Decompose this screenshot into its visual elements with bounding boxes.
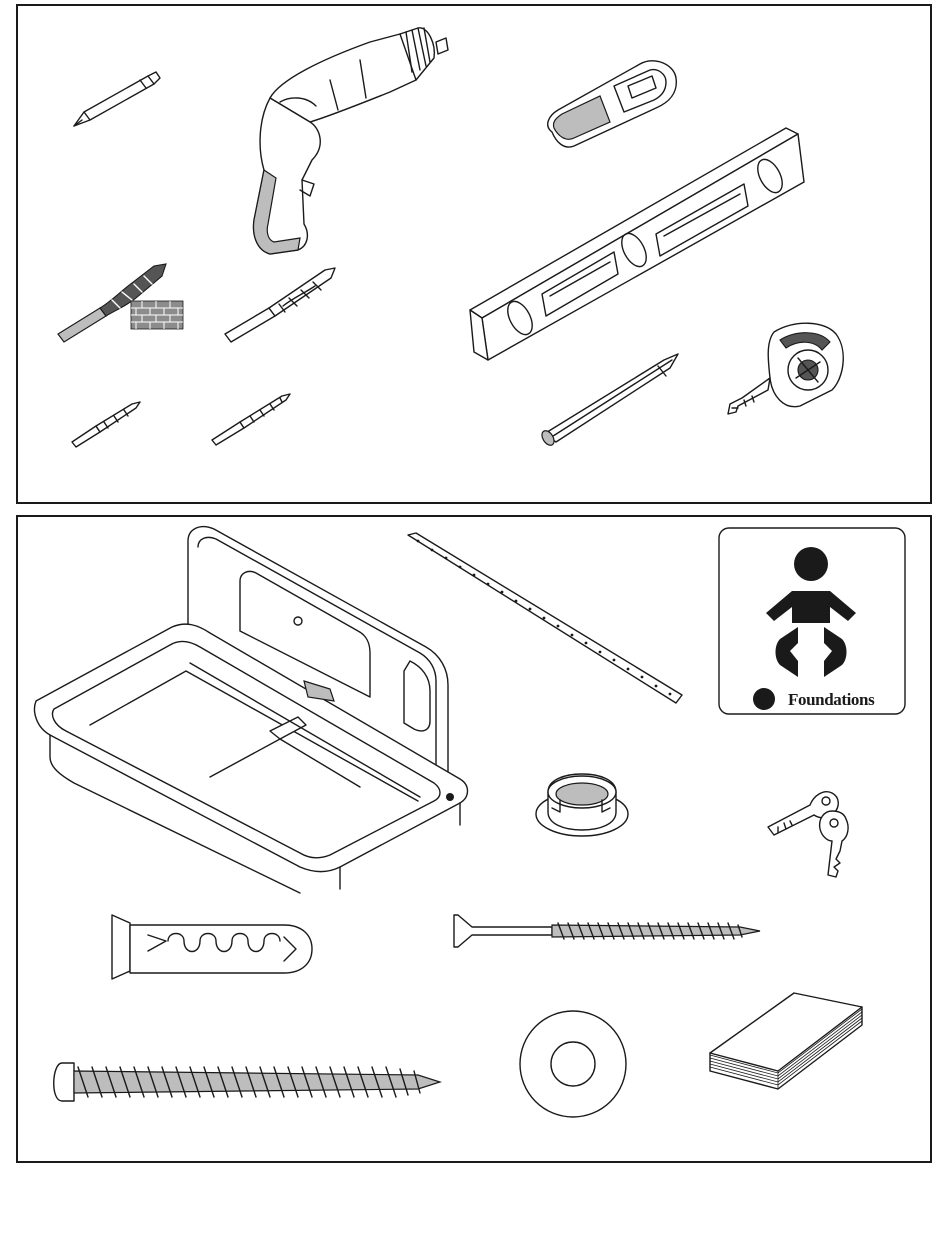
hole-bushing-icon [530, 772, 640, 842]
long-wood-screw-icon [450, 911, 770, 951]
instruction-sheets-icon [708, 991, 868, 1091]
mounting-strap-icon [404, 531, 694, 711]
sign-brand-label: Foundations [788, 690, 874, 710]
parts-panel: Foundations [16, 515, 932, 1163]
pencil-icon [538, 346, 688, 446]
power-drill-icon [240, 20, 450, 265]
tape-measure-icon [724, 316, 854, 441]
drill-bit-large-icon [223, 264, 343, 344]
drill-bit-medium-icon [210, 392, 295, 447]
keys-icon [764, 775, 864, 885]
brick-wall-icon [130, 300, 184, 330]
pan-head-screw-icon [48, 1057, 448, 1107]
washer-icon [518, 1009, 628, 1119]
wall-anchor-icon [108, 911, 318, 986]
wall-sign: Foundations [718, 527, 906, 717]
masonry-drill-bit-icon [56, 250, 176, 345]
screwdriver-bit-icon [70, 68, 165, 133]
drill-bit-small-icon [70, 400, 145, 450]
tools-panel [16, 4, 932, 504]
